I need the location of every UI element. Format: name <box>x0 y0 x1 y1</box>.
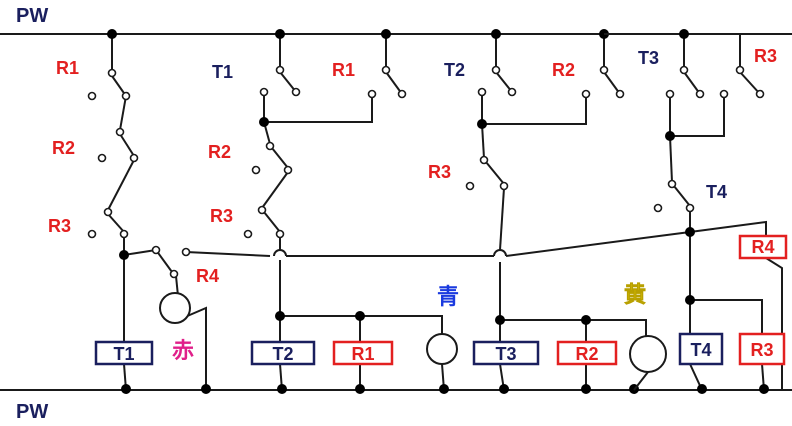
rung-t2: T2 R1 青 <box>243 29 494 394</box>
coil-r1 <box>332 340 394 366</box>
coil-t4 <box>678 332 724 366</box>
coil-t1-label: T1 <box>113 344 134 364</box>
coil-r3-label: R3 <box>750 340 773 360</box>
label-r2-left: R2 <box>52 138 75 158</box>
lamp-yellow <box>629 335 667 373</box>
label-t2: T2 <box>444 60 465 80</box>
lamp-blue <box>426 333 458 365</box>
coil-t2-label: T2 <box>272 344 293 364</box>
label-r2-top: R2 <box>552 60 575 80</box>
top-rail-label: PW <box>16 5 48 27</box>
label-r2-mid: R2 <box>208 142 231 162</box>
lamp-blue-label: 青 <box>437 285 459 310</box>
coil-t4-label: T4 <box>690 340 711 360</box>
coil-r4-label: R4 <box>751 237 774 257</box>
lamp-red-label: 赤 <box>172 339 194 364</box>
label-r1-mid: R1 <box>332 60 355 80</box>
coil-t1 <box>94 340 154 366</box>
coil-r3 <box>738 332 786 366</box>
coil-t2 <box>250 340 316 366</box>
label-r3-mid: R3 <box>210 206 233 226</box>
lamp-red <box>159 292 191 324</box>
rung-t3: T3 R2 黄 <box>465 29 691 394</box>
label-t4: T4 <box>706 182 727 202</box>
lamp-yellow-label: 黄 <box>624 283 646 308</box>
coil-r1-label: R1 <box>351 344 374 364</box>
rung-t4: T4 R3 R4 <box>604 29 788 394</box>
label-r1-left: R1 <box>56 58 79 78</box>
coil-t3-label: T3 <box>495 344 516 364</box>
label-r3-top: R3 <box>754 46 777 66</box>
coil-r2-label: R2 <box>575 344 598 364</box>
label-r3-right: R3 <box>428 162 451 182</box>
label-t3: T3 <box>638 48 659 68</box>
coil-t3 <box>472 340 540 366</box>
rung-t1: T1 赤 <box>87 29 271 394</box>
coil-r4 <box>738 234 788 260</box>
label-t1: T1 <box>212 62 233 82</box>
label-r3-left: R3 <box>48 216 71 236</box>
bottom-rail-label: PW <box>16 401 48 423</box>
label-r4: R4 <box>196 266 219 286</box>
contact-labels: R1 T1 R1 T2 R2 T3 R3 R2 R2 R3 R3 R3 R4 T… <box>48 46 777 286</box>
coil-r2 <box>556 340 618 366</box>
